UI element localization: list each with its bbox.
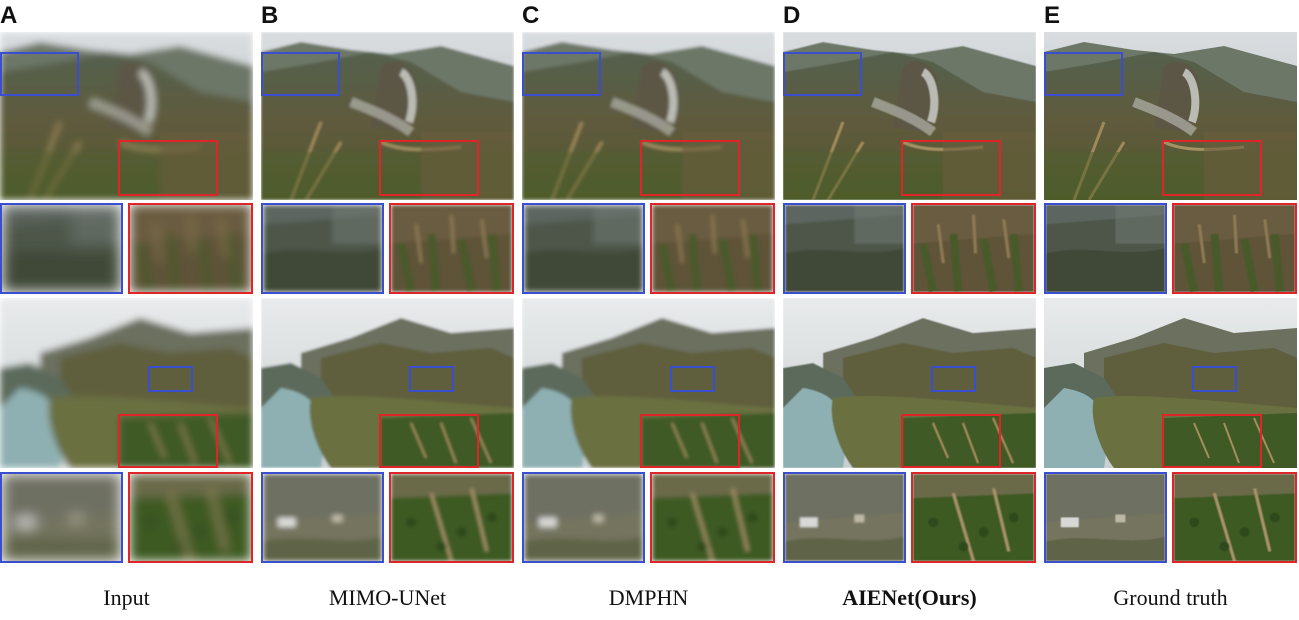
roi-box-blue (409, 366, 454, 392)
zoom-patch-red (389, 203, 514, 294)
zoom-patch-blue (522, 203, 645, 294)
zoom-patch-red (128, 203, 253, 294)
mountain-scene-image (1044, 32, 1297, 200)
roi-box-blue (670, 366, 715, 392)
roi-box-blue (148, 366, 193, 392)
panel-caption: DMPHN (608, 585, 689, 610)
roi-box-blue (783, 52, 862, 96)
zoom-patch-blue (0, 203, 123, 294)
roi-box-red (1162, 140, 1262, 196)
roi-box-red (640, 414, 740, 468)
roi-box-red (379, 140, 479, 196)
zoom-patch-blue (783, 203, 906, 294)
river-scene-image (783, 298, 1036, 468)
zoom-patch-blue (1044, 472, 1167, 563)
zoom-patch-blue (783, 472, 906, 563)
mountain-scene-image (261, 32, 514, 200)
zoom-patch-red (911, 203, 1036, 294)
zoom-patch-red (389, 472, 514, 563)
roi-box-red (118, 140, 218, 196)
river-scene-image (0, 298, 253, 468)
mountain-scene-image (783, 32, 1036, 200)
roi-box-red (379, 414, 479, 468)
panel-c: C (522, 0, 775, 620)
river-scene-image (1044, 298, 1297, 468)
zoom-patch-blue (261, 203, 384, 294)
panel-letter: D (783, 2, 801, 29)
panel-a: A (0, 0, 253, 620)
river-scene-image (261, 298, 514, 468)
mountain-scene-image (522, 32, 775, 200)
zoom-patch-blue (522, 472, 645, 563)
roi-box-red (118, 414, 218, 468)
panel-caption: Ground truth (1113, 585, 1228, 610)
panel-letter: B (261, 2, 279, 29)
panel-b: B (261, 0, 514, 620)
panel-letter: A (0, 2, 18, 29)
zoom-patch-red (650, 203, 775, 294)
roi-box-blue (931, 366, 976, 392)
panel-d: D (783, 0, 1036, 620)
zoom-patch-blue (0, 472, 123, 563)
panel-caption: MIMO-UNet (328, 585, 447, 610)
roi-box-red (1162, 414, 1262, 468)
river-scene-image (522, 298, 775, 468)
roi-box-blue (261, 52, 340, 96)
panel-caption: AIENet(Ours) (842, 585, 977, 610)
roi-box-blue (1044, 52, 1123, 96)
panel-e: E (1044, 0, 1297, 620)
roi-box-red (640, 140, 740, 196)
zoom-patch-red (128, 472, 253, 563)
panel-caption: Input (103, 585, 150, 610)
zoom-patch-blue (1044, 203, 1167, 294)
panel-letter: C (522, 2, 540, 29)
roi-box-red (901, 140, 1001, 196)
zoom-patch-red (1172, 472, 1297, 563)
zoom-patch-blue (261, 472, 384, 563)
zoom-patch-red (1172, 203, 1297, 294)
roi-box-red (901, 414, 1001, 468)
zoom-patch-red (650, 472, 775, 563)
zoom-patch-red (911, 472, 1036, 563)
mountain-scene-image (0, 32, 253, 200)
roi-box-blue (1192, 366, 1237, 392)
roi-box-blue (0, 52, 79, 96)
roi-box-blue (522, 52, 601, 96)
panel-letter: E (1044, 2, 1061, 29)
